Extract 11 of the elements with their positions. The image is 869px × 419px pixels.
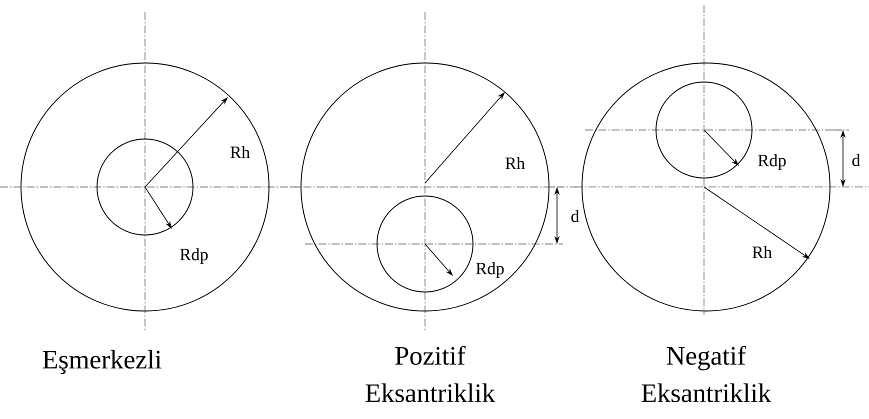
- caption: Negatif Eksantriklik: [642, 346, 772, 402]
- dimension-label: d: [852, 154, 860, 166]
- dimension-label: d: [571, 210, 580, 222]
- dimension-label: Rdp: [180, 248, 208, 264]
- dimension-label: Rdp: [758, 154, 786, 170]
- caption: Eşmerkezli: [42, 350, 162, 374]
- dimension-label: Rh: [752, 246, 772, 258]
- dimension-label: Rh: [505, 157, 525, 170]
- dimension-label: Rdp: [476, 262, 504, 278]
- caption: Pozitif Eksantriklik: [366, 346, 496, 402]
- dimension-label: Rh: [230, 146, 250, 158]
